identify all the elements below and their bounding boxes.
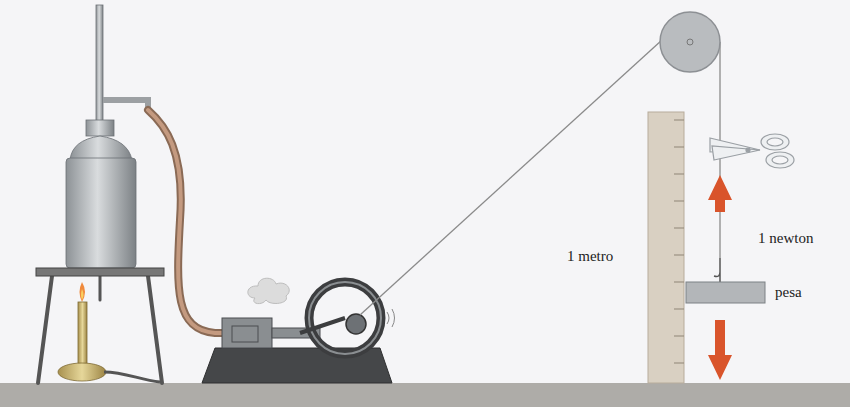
label: 1 metro <box>565 247 615 265</box>
hose-highlight <box>148 110 240 333</box>
tripod <box>36 268 164 383</box>
hose <box>148 110 240 333</box>
side-tube <box>103 100 148 112</box>
label: 1 newton <box>756 229 815 247</box>
hook <box>714 258 720 282</box>
steam-engine <box>202 278 395 383</box>
scissors <box>710 134 794 168</box>
ruler <box>648 112 684 383</box>
bunsen-burner <box>58 282 160 382</box>
vertical-tube <box>96 5 103 130</box>
boiler <box>66 120 136 268</box>
pulley <box>660 12 720 72</box>
force-arrow-up <box>708 175 732 212</box>
ground <box>0 383 850 407</box>
label: pesa <box>773 283 804 301</box>
force-arrow-down <box>708 320 732 380</box>
weight <box>686 282 765 303</box>
string <box>360 40 662 315</box>
